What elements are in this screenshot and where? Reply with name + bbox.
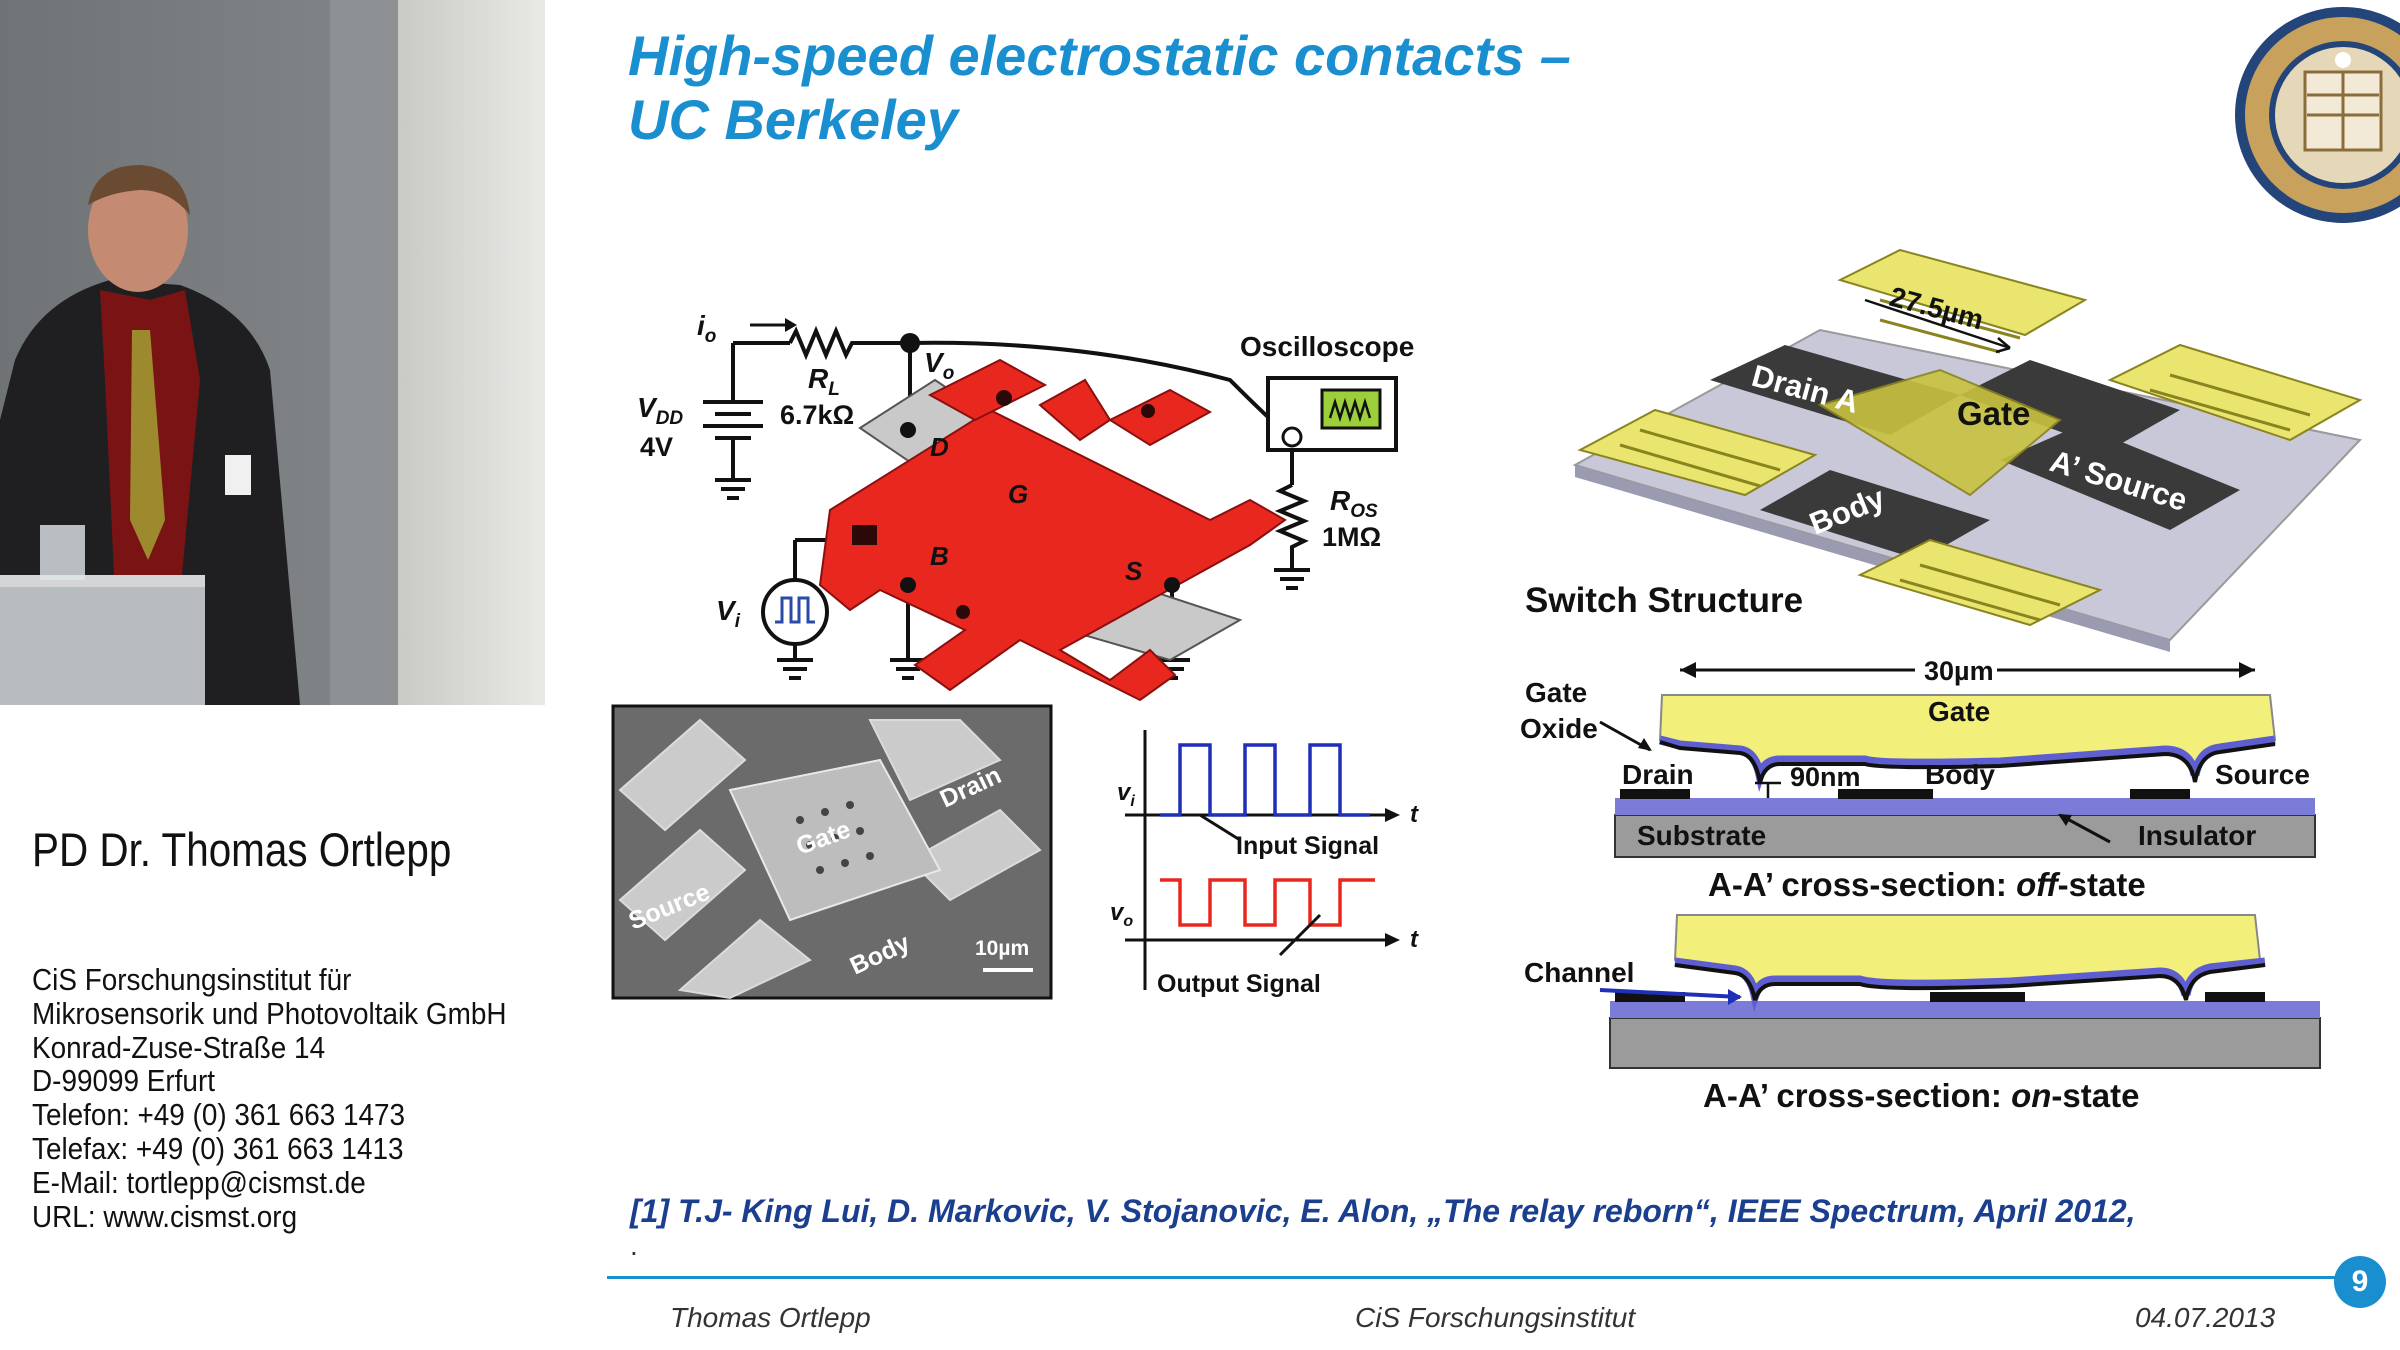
input-signal-label: Input Signal bbox=[1236, 832, 1379, 860]
cs-off-caption-state: off bbox=[2016, 866, 2061, 903]
cs-substrate-label: Substrate bbox=[1637, 820, 1766, 851]
label-vi-sub: i bbox=[735, 611, 741, 632]
label-ros-value: 1MΩ bbox=[1322, 522, 1381, 552]
label-vdd-sub: DD bbox=[656, 408, 684, 429]
svg-text:Vi: Vi bbox=[716, 595, 741, 632]
footer-institute: CiS Forschungsinstitut bbox=[1355, 1302, 1636, 1333]
cs-on-caption-state: on bbox=[2011, 1077, 2051, 1114]
cs-width-label: 30µm bbox=[1924, 656, 1994, 686]
phone-line: Telefon: +49 (0) 361 663 1473 bbox=[32, 1097, 406, 1132]
label-io: i bbox=[697, 310, 706, 341]
svg-text:RL: RL bbox=[808, 363, 840, 400]
label-source-s: S bbox=[1125, 556, 1143, 586]
svg-text:A-A’ cross-section: off-state: A-A’ cross-section: off-state bbox=[1708, 866, 2146, 903]
wave-label-t1: t bbox=[1410, 801, 1419, 828]
structure-gate-label: Gate bbox=[1957, 395, 2030, 432]
page-number-badge: 9 bbox=[2334, 1256, 2386, 1308]
fax-line: Telefax: +49 (0) 361 663 1413 bbox=[32, 1131, 404, 1166]
cs-channel-label: Channel bbox=[1524, 957, 1634, 988]
wave-label-t2: t bbox=[1410, 926, 1419, 953]
label-body-b: B bbox=[930, 541, 949, 571]
cs-gate-oxide-label-1: Gate bbox=[1525, 677, 1587, 708]
wave-label-vo: v bbox=[1110, 899, 1125, 926]
slide-title-line-1: High-speed electrostatic contacts – bbox=[628, 24, 1571, 87]
slide-title: High-speed electrostatic contacts – UC B… bbox=[628, 24, 1571, 152]
relay-figure: io RL 6.7kΩ VDD 4V Vo Oscilloscope ROS 1… bbox=[611, 248, 2363, 1114]
speaker-video-frame bbox=[0, 0, 545, 705]
cs-gate-oxide-label-2: Oxide bbox=[1520, 713, 1598, 744]
uc-berkeley-seal bbox=[2235, 7, 2400, 223]
label-vo: V bbox=[924, 347, 945, 378]
cs-gate-label: Gate bbox=[1928, 696, 1990, 727]
reference-citation: [1] T.J- King Lui, D. Markovic, V. Stoja… bbox=[630, 1193, 2136, 1229]
address-line: Mikrosensorik und Photovoltaik GmbH bbox=[32, 996, 507, 1031]
svg-text:vi: vi bbox=[1117, 779, 1135, 810]
address-line: Konrad-Zuse-Straße 14 bbox=[32, 1030, 326, 1065]
speaker-video bbox=[0, 0, 545, 705]
reference-dot: . bbox=[630, 1230, 638, 1261]
wave-label-vi: v bbox=[1117, 779, 1132, 806]
sem-scale-label: 10µm bbox=[975, 937, 1029, 960]
label-gate-g: G bbox=[1008, 479, 1028, 509]
label-ros: R bbox=[1330, 485, 1351, 516]
url-line: URL: www.cismst.org bbox=[32, 1199, 298, 1234]
svg-text:VDD: VDD bbox=[637, 392, 683, 429]
label-vdd-value: 4V bbox=[640, 432, 673, 462]
label-ros-sub: OS bbox=[1350, 501, 1378, 522]
speaker-name: PD Dr. Thomas Ortlepp bbox=[32, 823, 452, 876]
wave-label-vi-sub: i bbox=[1130, 793, 1135, 810]
label-drain-d: D bbox=[930, 432, 949, 462]
address-line: CiS Forschungsinstitut für bbox=[32, 962, 352, 997]
svg-text:A-A’ cross-section: on-state: A-A’ cross-section: on-state bbox=[1703, 1077, 2139, 1114]
cs-on-caption-prefix: A-A’ cross-section: bbox=[1703, 1077, 2011, 1114]
label-io-sub: o bbox=[705, 326, 717, 347]
cs-drain-label: Drain bbox=[1622, 759, 1694, 790]
cs-off-caption-suffix: -state bbox=[2058, 866, 2146, 903]
address-line: D-99099 Erfurt bbox=[32, 1063, 215, 1098]
cs-insulator-label: Insulator bbox=[2138, 820, 2256, 851]
output-signal-label: Output Signal bbox=[1157, 970, 1321, 998]
label-rl-value: 6.7kΩ bbox=[780, 400, 854, 430]
svg-text:vo: vo bbox=[1110, 899, 1133, 930]
label-rl: R bbox=[808, 363, 829, 394]
footer-rule bbox=[607, 1276, 2347, 1279]
label-rl-sub: L bbox=[828, 379, 840, 400]
label-vdd: V bbox=[637, 392, 658, 423]
footer-author: Thomas Ortlepp bbox=[670, 1302, 871, 1333]
slide: High-speed electrostatic contacts – UC B… bbox=[545, 0, 2400, 1350]
cs-source-label: Source bbox=[2215, 759, 2310, 790]
slide-title-line-2: UC Berkeley bbox=[628, 88, 958, 151]
label-vi: V bbox=[716, 595, 737, 626]
cs-body-label: Body bbox=[1925, 759, 1995, 790]
switch-structure-caption: Switch Structure bbox=[1525, 581, 1803, 620]
svg-text:io: io bbox=[697, 310, 716, 347]
email-line: E-Mail: tortlepp@cismst.de bbox=[32, 1165, 366, 1200]
input-signal-trace bbox=[1160, 743, 1370, 817]
label-oscilloscope: Oscilloscope bbox=[1240, 331, 1414, 362]
svg-text:Vo: Vo bbox=[924, 347, 954, 384]
wave-label-vo-sub: o bbox=[1123, 913, 1133, 930]
footer-date: 04.07.2013 bbox=[2135, 1302, 2276, 1333]
cs-gap-label: 90nm bbox=[1790, 762, 1861, 792]
svg-text:ROS: ROS bbox=[1330, 485, 1378, 522]
label-vo-sub: o bbox=[943, 363, 955, 384]
cs-on-caption-suffix: -state bbox=[2051, 1077, 2139, 1114]
speaker-info-panel bbox=[0, 705, 545, 1350]
output-signal-trace bbox=[1160, 878, 1375, 927]
cs-off-caption-prefix: A-A’ cross-section: bbox=[1708, 866, 2016, 903]
